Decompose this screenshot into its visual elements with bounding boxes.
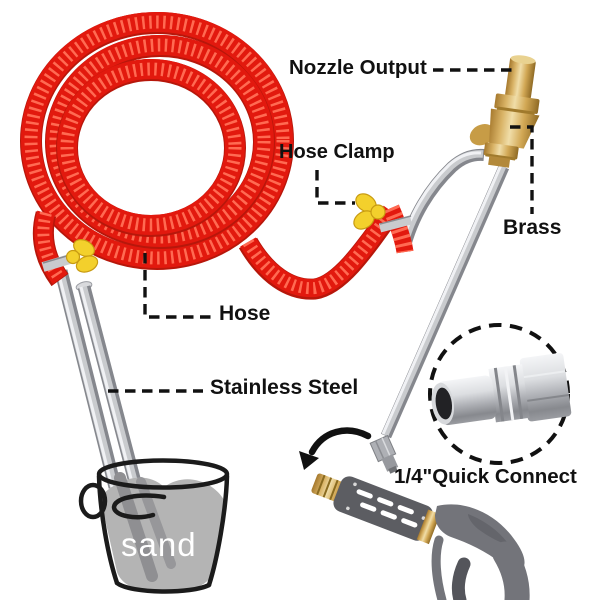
spray-wand [369, 164, 510, 474]
bucket-outline [78, 458, 230, 594]
spray-gun [311, 473, 530, 600]
label-quick-connect: 1/4"Quick Connect [394, 465, 577, 488]
bucket-rim-swirl [111, 493, 167, 520]
quick-connect-detail [428, 323, 572, 465]
wing-nut-icon [353, 193, 386, 230]
barrel-vents [356, 489, 418, 528]
bucket-handle [78, 482, 108, 520]
gun-trigger [451, 557, 471, 600]
leader-hose [143, 253, 211, 319]
label-sand: sand [121, 526, 197, 563]
gun-body-shade [468, 514, 509, 545]
leader-brass [510, 125, 534, 214]
label-nozzle-output: Nozzle Output [289, 56, 427, 79]
hose-right-end [238, 205, 400, 300]
wing-nut-icon [65, 239, 99, 273]
label-stainless-steel: Stainless Steel [210, 376, 359, 399]
tube-silhouette [114, 472, 158, 582]
leader-hose-clamp [315, 170, 355, 205]
leader-lines [108, 68, 534, 393]
label-brass: Brass [503, 216, 562, 239]
gun-brass-ring [416, 509, 441, 545]
stainless-steel-suction-tube [54, 269, 144, 492]
nozzle-output-tip [505, 56, 536, 101]
gun-handle [492, 541, 530, 600]
gun-barrel [333, 476, 433, 541]
hose-coil [20, 12, 294, 270]
gun-front-grip [431, 535, 447, 600]
hose-clamp-right [353, 193, 414, 254]
sand-bucket [78, 458, 230, 594]
label-hose: Hose [219, 302, 271, 325]
wand-quick-connect-tip [369, 434, 399, 474]
hose-clamp-left [41, 239, 99, 273]
attach-arrow-icon [299, 427, 372, 470]
quick-connect-plug [431, 352, 572, 426]
label-hose-clamp: Hose Clamp [279, 141, 395, 163]
hose-left-end [32, 210, 69, 287]
